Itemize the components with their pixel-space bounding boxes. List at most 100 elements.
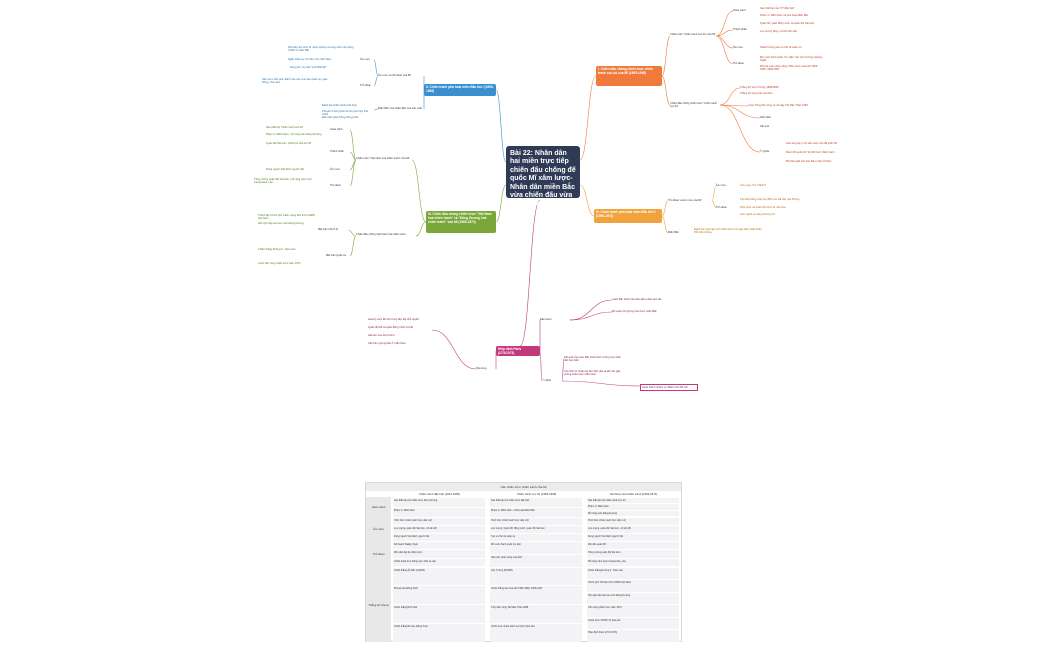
table-cell: Tạo ưu thế về quân sự — [490, 533, 582, 541]
b1-leaf: Nhanh chóng tạo ưu thế về quân sự — [760, 46, 802, 49]
b1-leaf: Thắng lợi trong hai mùa khô — [740, 92, 773, 95]
b4-leaf: Đánh bại cuộc tập kích chiến lược 12 ngà… — [694, 228, 762, 235]
b1-leaf: Phạm vi: Miền Nam và phá hoại Miền Bắc — [760, 14, 809, 17]
table-cell: Phong trào Đồng Khởi — [393, 586, 485, 604]
b1-leaf: Kết quả — [760, 125, 769, 128]
b2-leaf: Ngăn chặn sự chi viện cho miền Nam — [288, 58, 332, 61]
b3-leaf: Cuộc tiến công chiến lược năm 1972 — [258, 262, 301, 265]
b3-leaf: Tăng cường quân đội Sài Gòn, mở rộng xâm… — [254, 178, 312, 185]
connector-line — [349, 129, 357, 161]
connector-line — [661, 215, 669, 234]
table-row-label: Thủ đoạn — [366, 541, 391, 567]
b2-sub-plan[interactable]: Âm mưu và thủ đoạn của Mĩ — [378, 74, 411, 77]
table-cell: Mở rộng toàn Đông Dương — [587, 510, 679, 517]
b3-sub-strategy[interactable]: Chiến lược "Việt Nam hoá chiến tranh" củ… — [356, 157, 410, 160]
b5-leaf: Quân đội Mĩ và quân đồng minh rút hết — [368, 326, 413, 329]
b1-leaf: Thủ đoạn — [733, 62, 744, 65]
table-cell: Hiệp định Paris (27/1/1973) — [587, 630, 679, 642]
table-cell: Sau thất bại của chiến lược đơn phương — [393, 497, 485, 507]
b2-leaf: Thủ đoạn — [360, 84, 371, 87]
b5-sub-meaning[interactable]: Ý nghĩa — [542, 379, 551, 382]
connector-line — [661, 200, 669, 217]
b3-leaf: Thành phần — [330, 150, 344, 153]
b2-leaf: Đảm bảo giao thông thông suốt — [322, 116, 359, 119]
b2-leaf: Âm mưu — [360, 58, 370, 61]
b1-leaf: Thắng lợi Vạn Tường (18/8/1965) — [740, 86, 779, 89]
connector-line — [495, 184, 507, 223]
table-cell: Lực lượng: quân đội Sài Gòn, cố vấn Mĩ — [393, 525, 485, 533]
table-cell: Hội nghị cấp cao ba nước Đông Dương — [587, 592, 679, 604]
table-cell: Kế hoạch Stalây-Taylo — [393, 541, 485, 550]
branch-2-title[interactable]: II. Chiến tranh phá hoại miền Bắc lần I … — [424, 84, 496, 96]
table-cell: Hình thức chiến tranh thực dân mới — [587, 517, 679, 525]
connector-line — [719, 87, 741, 106]
b1-leaf: Buộc Mĩ tuyên bố "phi Mĩ hóa" chiến tran… — [786, 151, 835, 154]
branch-5-title[interactable]: Hiệp định Paris (27/1/1973) — [496, 346, 540, 356]
b1-leaf: Cuộc Tổng tiến công và nổi dậy Tết Mậu T… — [748, 104, 808, 107]
b4-leaf: Làm nghĩa vụ hậu phương lớn — [740, 213, 776, 216]
b1-sub-fight[interactable]: Chiến đấu chống chiến lược "chiến tranh … — [670, 102, 718, 109]
b3-leaf: Mặt trận Quân sự — [326, 254, 347, 257]
b4-leaf: Tập kích bằng máy bay B52 vào Hà Nội, Hả… — [740, 198, 800, 201]
b4-leaf: Khôi phục và phát triển kinh tế, văn hóa — [740, 206, 786, 209]
connector-line — [569, 311, 613, 321]
table-cell: Tăng cường quân đội Sài Gòn — [587, 550, 679, 558]
b5-leaf: Hoàn thành nhiệm vụ "Đánh cho Mĩ cút" — [640, 384, 698, 392]
connector-line — [373, 75, 379, 87]
b2-leaf: Chuyển hướng kinh tế cho phù hợp thời ch… — [322, 110, 369, 117]
b4-sub-north[interactable]: Miền Bắc — [668, 231, 679, 234]
b1-leaf: Sau thất bại của "CT đặc biệt" — [760, 7, 795, 10]
b3-leaf: Phạm vi: Miền Nam, mở rộng toàn Đông Dươ… — [266, 133, 322, 136]
table-header: Chiến tranh cục bộ (1965-1968) — [516, 492, 557, 496]
b3-sub-fight[interactable]: Chiến đấu chống Việt Nam hoá chiến tranh — [356, 233, 406, 236]
table-cell: Chiến thuật trực thăng vận, thiết xa vận — [393, 558, 485, 567]
b2-leaf: Dựng lên "sự kiện Vịnh Bắc Bộ" — [290, 66, 327, 69]
b1-leaf: Mở hai cuộc phản công chiến lược mùa khô… — [760, 65, 819, 72]
connector-line — [415, 221, 427, 237]
connector-line — [431, 329, 477, 370]
connector-line — [661, 75, 671, 106]
connector-line — [347, 229, 357, 237]
table-cell: Phạm vi: Miền Nam — [393, 507, 485, 517]
connector-line — [495, 89, 507, 163]
connector-line — [561, 357, 565, 382]
branch-1-title[interactable]: I. Chiến đấu chống chiến lược chiến tran… — [596, 66, 662, 86]
b3-leaf: Chiến thắng đường 9 - Nam Lào — [258, 248, 296, 251]
connector-line — [579, 184, 595, 217]
connector-line — [373, 108, 379, 111]
b5-leaf: Kết quả của cuộc đấu tranh kiên cường củ… — [564, 356, 621, 363]
b5-leaf: Cuộc đấu tranh trên bàn đàm phán kéo dài — [612, 298, 662, 301]
central-topic[interactable]: Bài 22: Nhân dân hai miền trực tiếp chiế… — [506, 146, 580, 216]
comparison-table: Các chiến lược chiến tranh của Mĩ Chiến … — [365, 482, 682, 642]
table-cell: Hình thức chiến tranh thực dân mới — [393, 517, 485, 525]
connector-line — [715, 29, 734, 37]
b1-leaf: Lực lượng đông, vũ khí hiện đại — [760, 30, 797, 33]
table-row-label: Hoàn cảnh — [366, 497, 391, 517]
b5-leaf: Các bên ngừng bắn ở miền Nam — [368, 342, 406, 345]
b1-leaf: Mĩ phải ngồi vào bàn đàm phán ở Paris — [786, 160, 832, 163]
b3-leaf: Sau thất bại "chiến tranh cục bộ" — [266, 126, 304, 129]
b2-sub-fight[interactable]: Miền Bắc vừa chiến đấu vừa sản xuất — [378, 107, 422, 110]
b4-sub-plan[interactable]: Thủ đoạn và âm mưu của Mĩ — [668, 199, 702, 202]
b3-leaf: Mặt trận Chính trị — [318, 228, 339, 231]
connector-line — [719, 104, 761, 119]
connector-line — [349, 235, 357, 257]
b1-leaf: Mở cuộc hành quân "tìm diệt" vào Vạn Tườ… — [760, 56, 823, 63]
b3-leaf: Thành lập Chính phủ Cách mạng lâm thời C… — [258, 214, 315, 221]
b5-sub-content[interactable]: Nội dung — [476, 367, 487, 370]
branch-4-title[interactable]: IV. Chiến tranh phá hoại miền Bắc lần II… — [594, 209, 662, 223]
b1-sub-strategy[interactable]: Chiến lược "chiến tranh cục bộ" của Mĩ — [670, 33, 716, 36]
table-cell: Chiến thắng hai mùa khô 1965-1966, 1966-… — [490, 586, 582, 604]
b1-leaf: Thành phần — [733, 28, 747, 31]
branch-3-title[interactable]: III. Chiến đấu chống chiến lược "Việt Na… — [426, 211, 496, 233]
table-cell: Lực lượng: Quân Mĩ, đồng minh, quân đội … — [490, 525, 582, 533]
b5-leaf: Hoa Kỳ cam kết tôn trọng độc lập chủ quy… — [368, 318, 420, 321]
table-row-label: Âm mưu — [366, 517, 391, 541]
table-cell: Chiến lược chiến tranh cục bộ bị phá sản — [490, 623, 582, 642]
connector-line — [411, 159, 427, 223]
b1-leaf: Âm mưu — [733, 46, 743, 49]
b1-leaf: Quân Mĩ, quân đồng minh và quân đội Sài … — [760, 22, 815, 25]
b5-sub-struggle[interactable]: Đấu tranh — [540, 318, 552, 321]
b4-leaf: Cứu nguy cho VNHCT — [740, 184, 766, 187]
